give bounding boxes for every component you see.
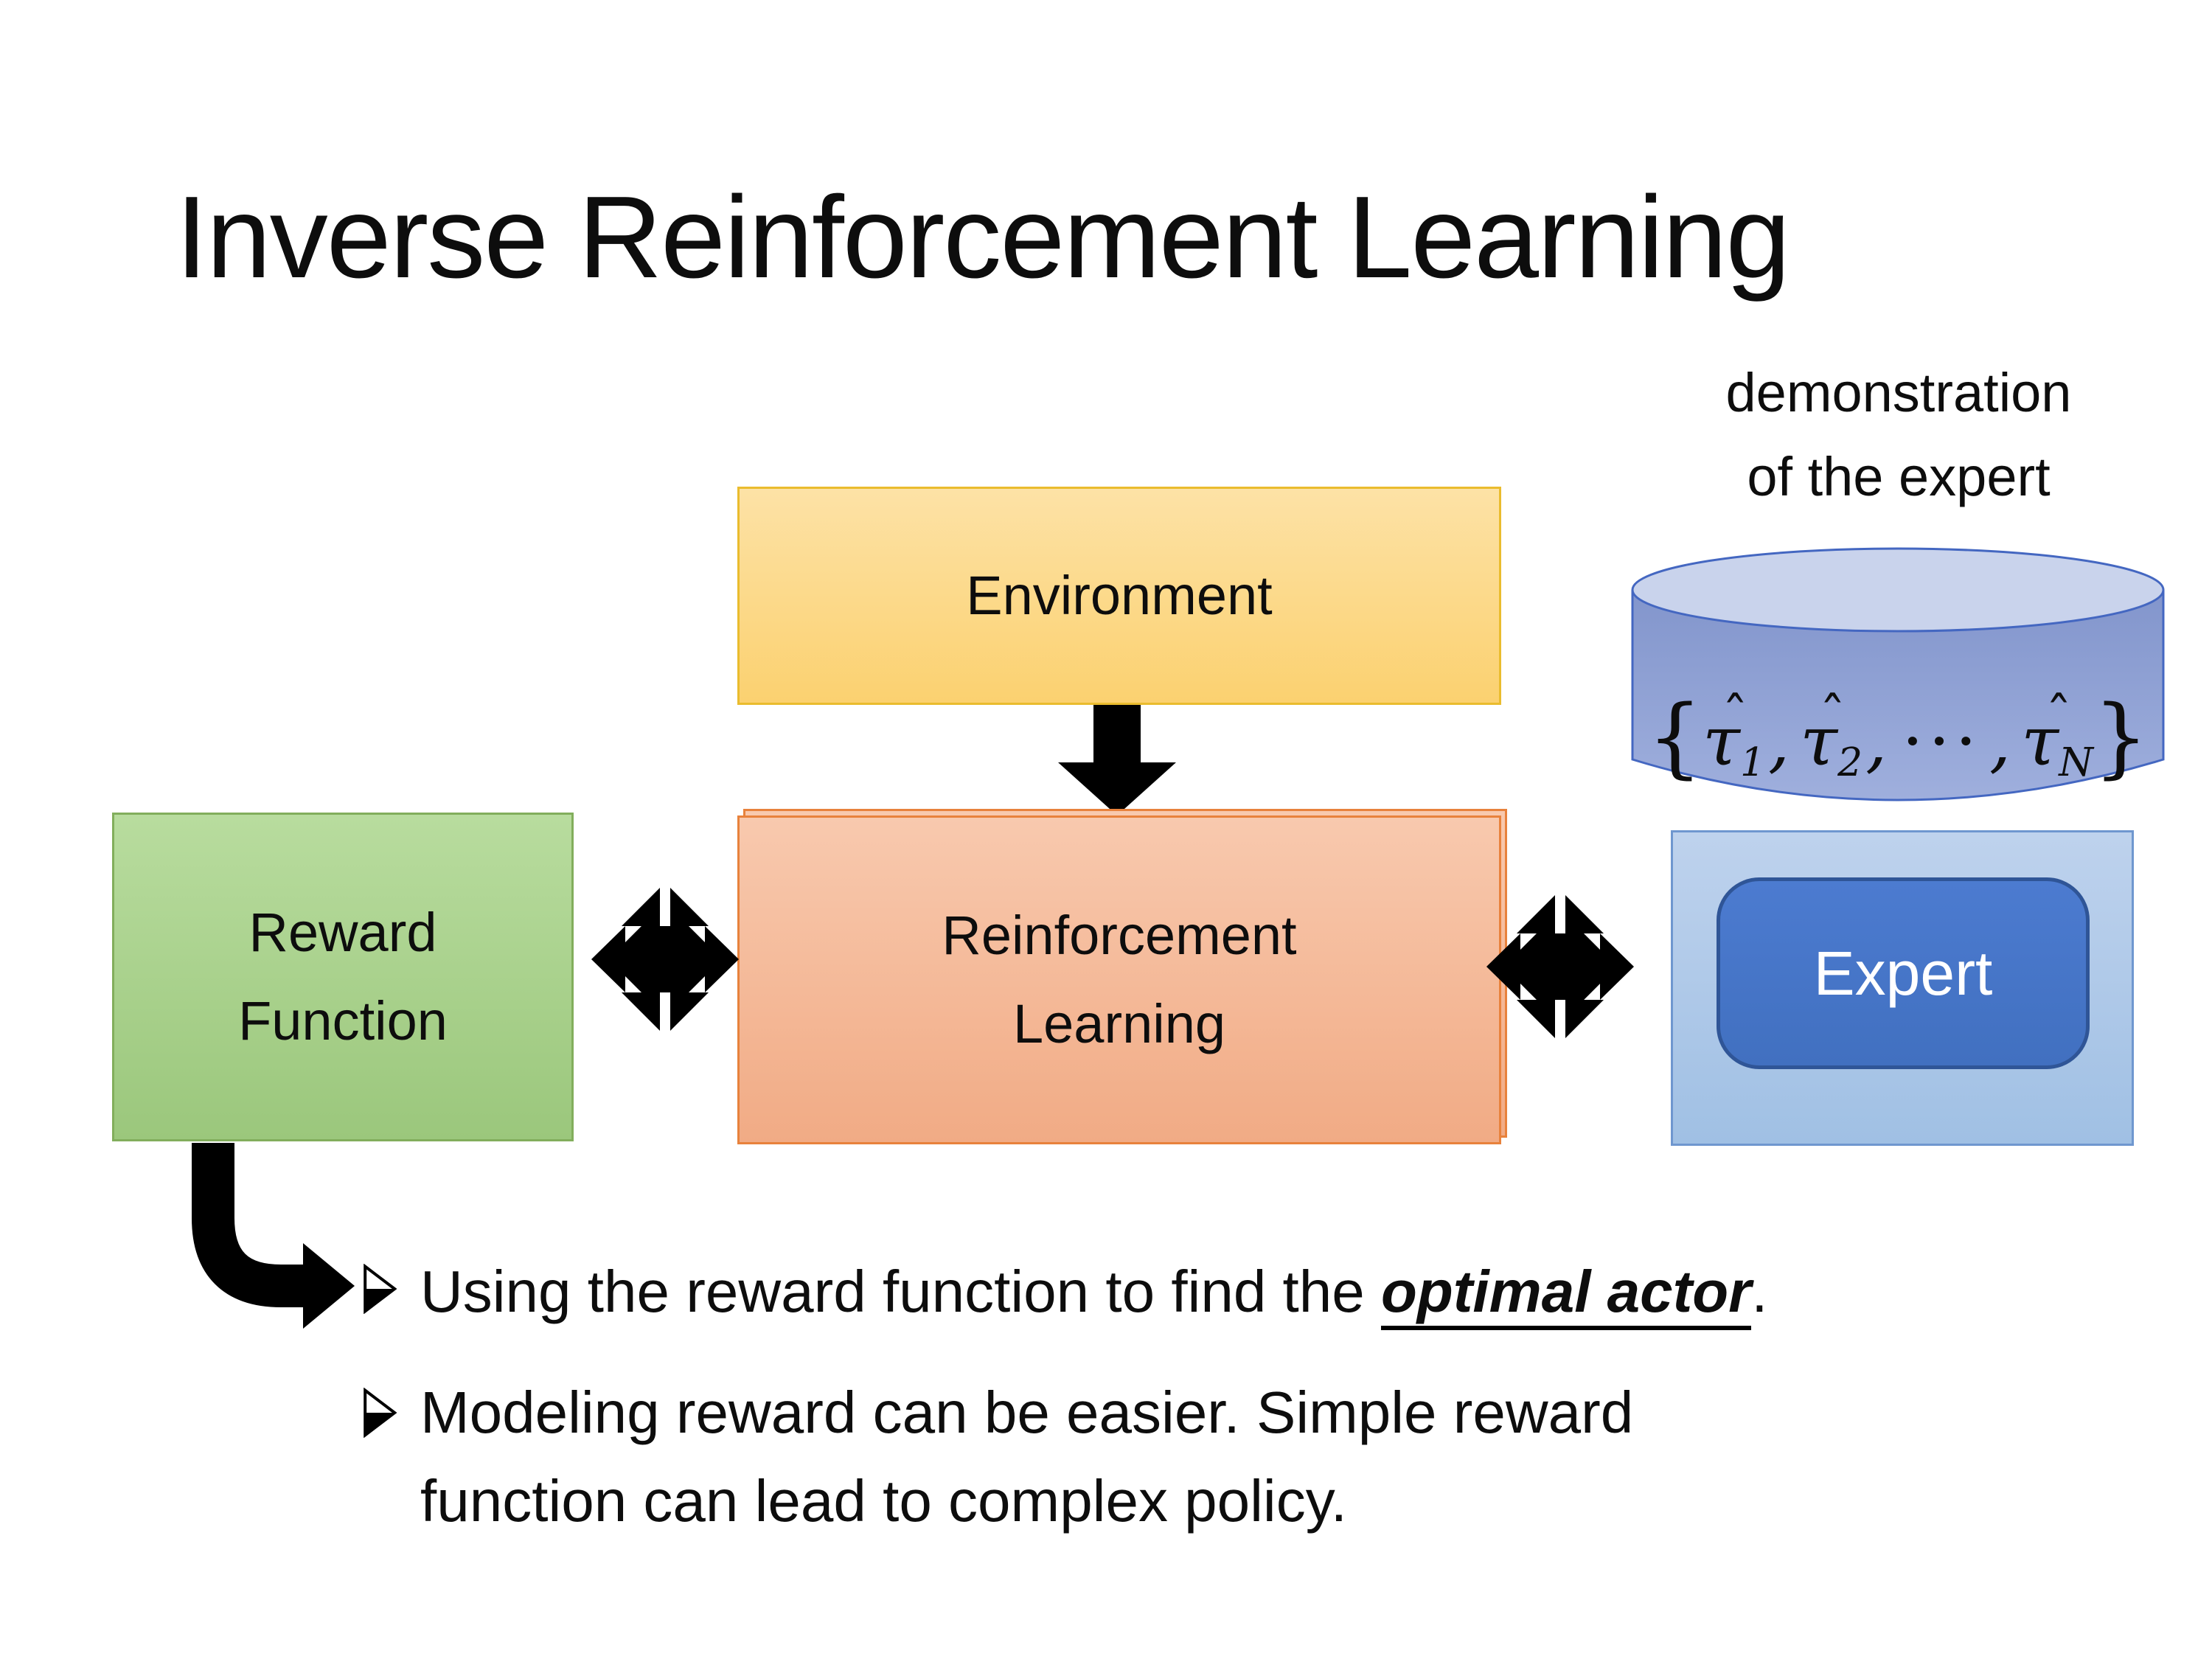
formula-comma-2: , bbox=[1865, 701, 1888, 781]
down-arrow-icon bbox=[1058, 705, 1176, 815]
rl-label-line2: Learning bbox=[1012, 993, 1225, 1054]
formula-close-brace: } bbox=[2093, 686, 2149, 787]
demonstration-label-line2: of the expert bbox=[1747, 446, 2051, 507]
demonstration-label-line1: demonstration bbox=[1725, 362, 2072, 423]
reward-label-line1: Reward bbox=[248, 902, 437, 963]
exchange-arrows-left-icon bbox=[591, 888, 739, 1031]
elbow-arrow-icon bbox=[192, 1143, 355, 1329]
demonstration-label: demonstration of the expert bbox=[1593, 351, 2205, 519]
reward-label-line2: Function bbox=[238, 990, 448, 1051]
arrowhead-bullet-icon bbox=[364, 1388, 397, 1438]
environment-box: Environment bbox=[737, 487, 1501, 705]
page-title: Inverse Reinforcement Learning bbox=[175, 173, 1790, 302]
expert-label: Expert bbox=[1813, 938, 1993, 1008]
expert-box: Expert bbox=[1717, 877, 2090, 1069]
bullet-item-1: Using the reward function to find the op… bbox=[363, 1253, 1768, 1330]
bullet-1-text: Using the reward function to find the op… bbox=[420, 1253, 1768, 1330]
formula-comma-3: , bbox=[1989, 701, 2011, 781]
exchange-arrows-right-icon bbox=[1486, 895, 1634, 1038]
reward-function-box: Reward Function bbox=[112, 813, 574, 1141]
formula-comma-1: , bbox=[1767, 701, 1790, 781]
demonstration-database-cylinder bbox=[1631, 547, 2165, 801]
environment-label: Environment bbox=[966, 565, 1273, 626]
formula-dots: ··· bbox=[1902, 701, 1983, 781]
arrowhead-bullet-icon bbox=[364, 1264, 397, 1314]
reinforcement-learning-box: Reinforcement Learning bbox=[737, 809, 1507, 1144]
rl-label-line1: Reinforcement bbox=[942, 905, 1297, 966]
optimal-actor-emphasis: optimal actor bbox=[1380, 1259, 1752, 1330]
bullet-item-2: Modeling reward can be easier. Simple re… bbox=[363, 1368, 1633, 1545]
bullet-2-text: Modeling reward can be easier. Simple re… bbox=[420, 1380, 1634, 1534]
formula-open-brace: { bbox=[1647, 686, 1703, 787]
